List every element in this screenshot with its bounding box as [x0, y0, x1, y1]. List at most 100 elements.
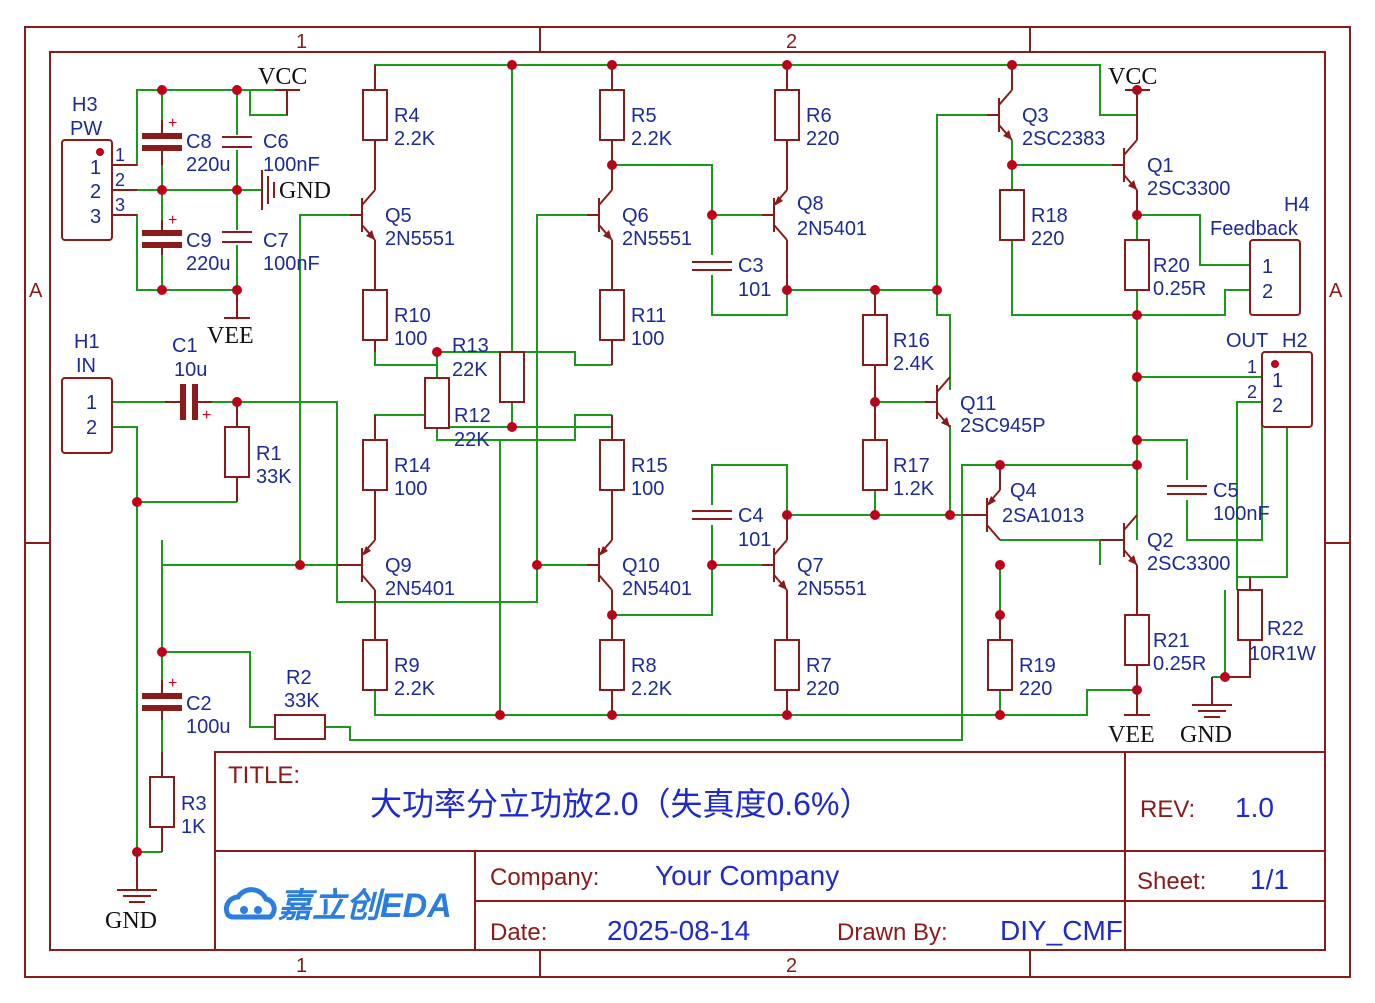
r4-value: 2.2K [394, 128, 436, 150]
h3-pinnum-3: 3 [115, 195, 125, 215]
resistor-r16: R16 2.4K [862, 290, 935, 402]
r5-value: 2.2K [631, 128, 673, 150]
r7-ref: R7 [806, 655, 832, 677]
q3-value: 2SC2383 [1022, 128, 1105, 150]
r20-ref: R20 [1153, 255, 1190, 277]
transistor-q3: Q3 2SC2383 [987, 65, 1105, 150]
h4-name: Feedback [1210, 218, 1299, 240]
h2-pin-2: 2 [1272, 395, 1283, 417]
rev-label: REV: [1140, 796, 1195, 823]
resistor-r6: R6 220 [774, 65, 839, 190]
power-symbols: VCC GND VEE GND VCC VEE GND [105, 64, 1232, 934]
rev-value: 1.0 [1235, 792, 1274, 823]
frame-col-2-bottom: 2 [786, 955, 797, 977]
resistor-r20: R20 0.25R [1124, 239, 1206, 300]
capacitor-c7: C7 100nF [222, 230, 320, 275]
q7-ref: Q7 [797, 555, 824, 577]
c9-ref: C9 [186, 230, 212, 252]
c8-ref: C8 [186, 131, 212, 153]
h3-pin-1: 1 [90, 157, 101, 179]
connector-h3: H3 PW 1 2 3 1 2 3 [61, 94, 137, 241]
frame-col-2-top: 2 [786, 31, 797, 53]
resistor-r10: R10 100 [362, 240, 431, 352]
q9-ref: Q9 [385, 555, 412, 577]
r17-ref: R17 [893, 455, 930, 477]
r6-value: 220 [806, 128, 839, 150]
q10-value: 2N5401 [622, 578, 692, 600]
transistor-q2: Q2 2SC3300 [1100, 514, 1230, 575]
svg-text:+: + [168, 675, 177, 692]
r22-value: 10R1W [1249, 643, 1316, 665]
resistor-r15: R15 100 [599, 415, 668, 540]
capacitor-c3: C3 101 [692, 255, 771, 301]
r2-value: 33K [284, 690, 320, 712]
q6-ref: Q6 [622, 205, 649, 227]
q1-value: 2SC3300 [1147, 178, 1230, 200]
jlc-eda-logo: 嘉立创EDA [223, 887, 452, 925]
r19-value: 220 [1019, 678, 1052, 700]
transistor-q6: Q6 2N5551 [587, 189, 692, 250]
vee-right-label: VEE [1108, 722, 1155, 748]
r16-ref: R16 [893, 330, 930, 352]
c6-value: 100nF [263, 154, 320, 176]
capacitor-c8: + C8 220u [142, 115, 231, 176]
q1-ref: Q1 [1147, 155, 1174, 177]
q3-ref: Q3 [1022, 105, 1049, 127]
vcc-left-label: VCC [258, 64, 307, 90]
drawn-by-value: DIY_CMF [1000, 915, 1123, 946]
h2-pin-1: 1 [1272, 370, 1283, 392]
c1-ref: C1 [172, 335, 198, 357]
connector-h1: H1 IN 1 2 [61, 331, 113, 454]
r21-value: 0.25R [1153, 653, 1206, 675]
h3-name: PW [70, 118, 102, 140]
title-value: 大功率分立功放2.0（失真度0.6%） [370, 786, 871, 822]
resistor-r3: R3 1K [149, 752, 207, 852]
r15-ref: R15 [631, 455, 668, 477]
q2-value: 2SC3300 [1147, 553, 1230, 575]
capacitor-c5: C5 100nF [1167, 480, 1270, 525]
h1-ref: H1 [74, 331, 100, 353]
frame-col-1-top: 1 [296, 31, 307, 53]
resistor-r1: R1 33K [224, 402, 292, 502]
r16-value: 2.4K [893, 353, 935, 375]
h3-pinnum-2: 2 [115, 170, 125, 190]
q2-ref: Q2 [1147, 530, 1174, 552]
transistor-q4: Q4 2SA1013 [962, 465, 1084, 541]
capacitor-c1: + C1 10u [165, 335, 212, 424]
resistor-r21: R21 0.25R [1124, 565, 1206, 690]
r12-value: 22K [454, 429, 490, 451]
svg-text:+: + [168, 115, 177, 132]
q8-ref: Q8 [797, 193, 824, 215]
r12-ref: R12 [454, 405, 491, 427]
resistor-r12: R12 22K [424, 377, 491, 451]
r13-ref: R13 [452, 335, 489, 357]
capacitor-c9: + C9 220u [142, 212, 231, 275]
c4-ref: C4 [738, 505, 764, 527]
c5-value: 100nF [1213, 503, 1270, 525]
h4-ref: H4 [1284, 194, 1310, 216]
resistor-r4: R4 2.2K [362, 65, 436, 190]
transistor-q10: Q10 2N5401 [587, 539, 692, 600]
drawn-by-label: Drawn By: [837, 919, 948, 946]
r14-value: 100 [394, 478, 427, 500]
h2-pinnum-1: 1 [1247, 357, 1257, 377]
h1-pin-1: 1 [86, 392, 97, 414]
h1-name: IN [76, 355, 96, 377]
svg-text:+: + [202, 407, 211, 424]
resistor-r7: R7 220 [774, 590, 839, 715]
r15-value: 100 [631, 478, 664, 500]
transistor-q1: Q1 2SC3300 [1112, 115, 1230, 215]
resistor-r2: R2 33K [274, 667, 326, 740]
c8-value: 220u [186, 154, 231, 176]
company-label: Company: [490, 864, 599, 891]
r14-ref: R14 [394, 455, 431, 477]
h2-pinnum-2: 2 [1247, 382, 1257, 402]
c1-value: 10u [174, 359, 207, 381]
frame-row-a-left: A [29, 280, 43, 302]
r1-value: 33K [256, 466, 292, 488]
resistor-r14: R14 100 [362, 415, 431, 540]
r4-ref: R4 [394, 105, 420, 127]
transistor-q11: Q11 2SC945P [925, 376, 1046, 437]
r13-value: 22K [452, 359, 488, 381]
logo-text: 嘉立创EDA [278, 887, 452, 925]
